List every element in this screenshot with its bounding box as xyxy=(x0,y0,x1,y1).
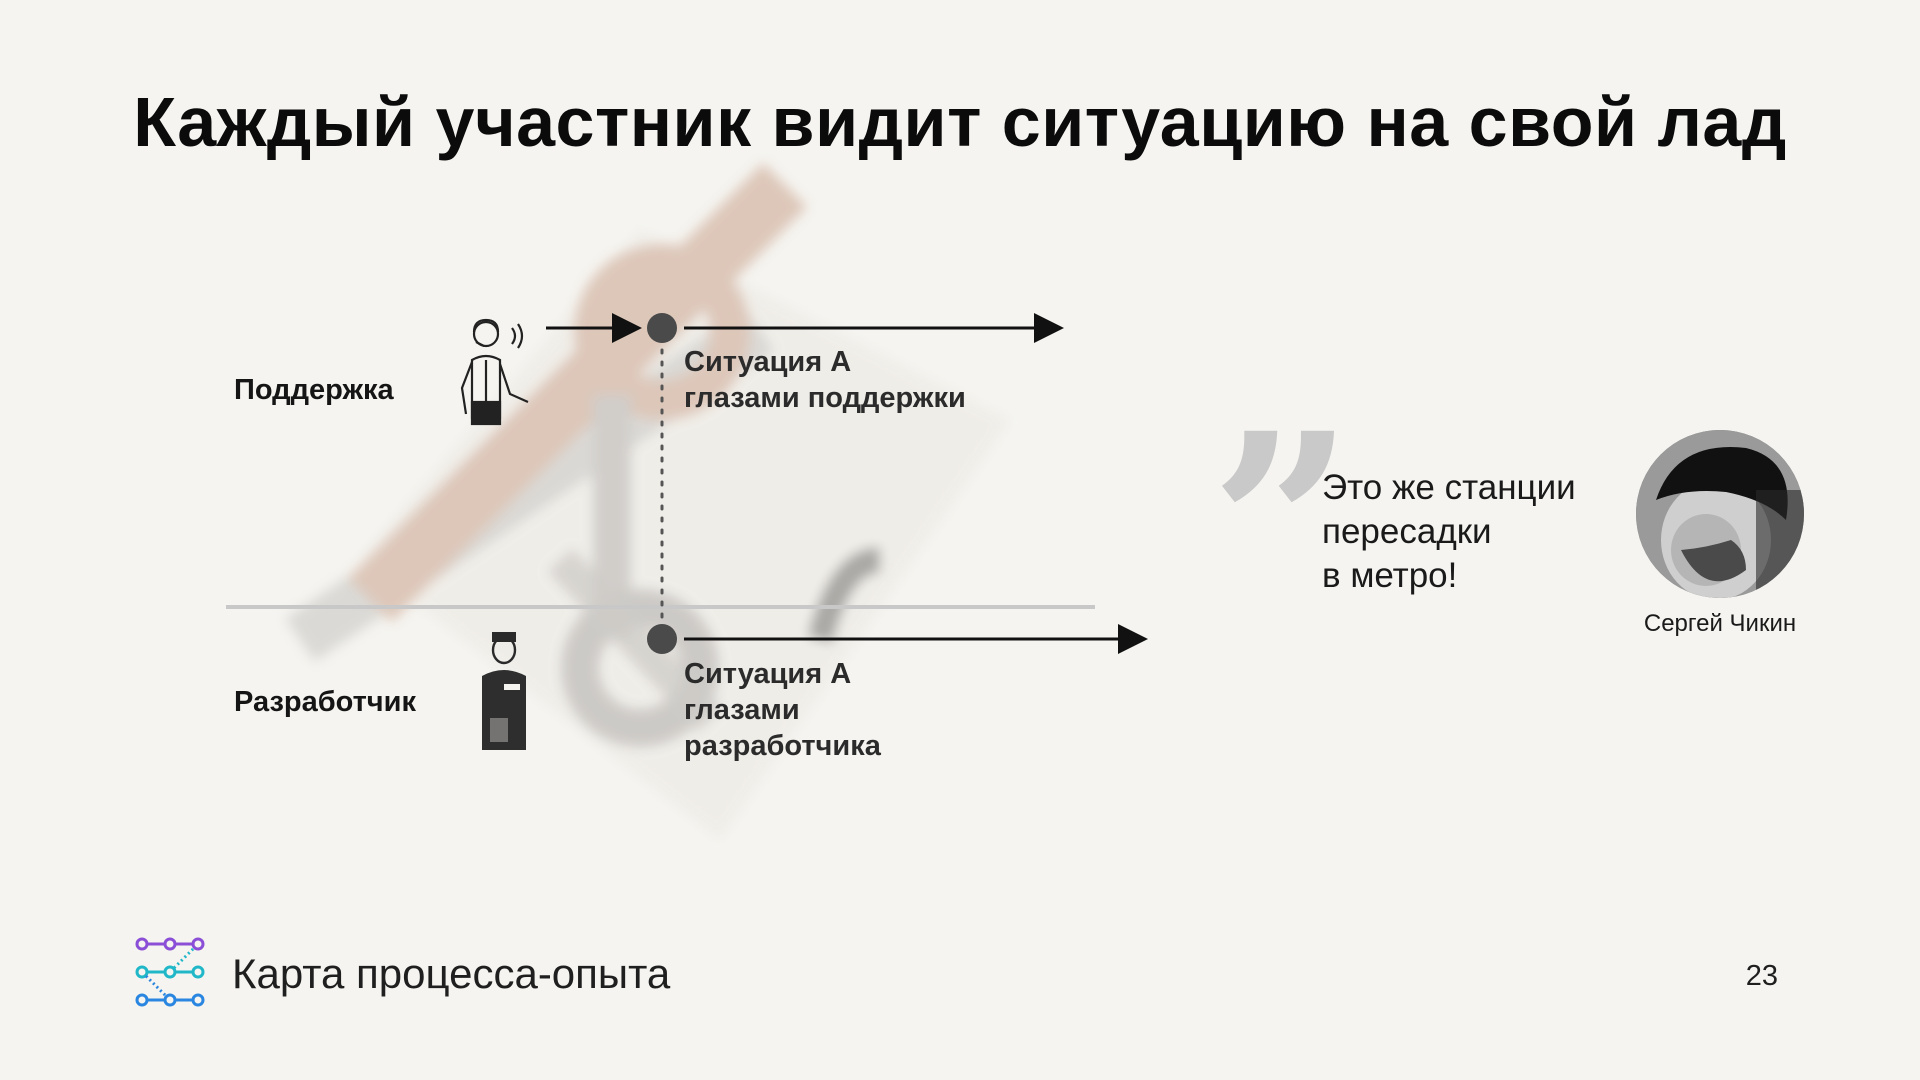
situation-line: глазами xyxy=(684,694,800,726)
situation-label-support: Ситуация А глазами поддержки xyxy=(684,344,966,416)
support-agent-headset-icon xyxy=(460,318,529,426)
quote-line: Это же станции xyxy=(1322,468,1576,507)
situation-line: Ситуация А xyxy=(684,658,852,690)
quote-mark-icon: ” xyxy=(1210,400,1354,520)
situation-line: разработчика xyxy=(684,730,881,762)
situation-label-developer: Ситуация А глазами разработчика xyxy=(684,656,881,764)
page-number: 23 xyxy=(1745,960,1778,992)
situation-line: глазами поддержки xyxy=(684,382,966,414)
author-avatar xyxy=(1636,430,1804,598)
situation-line: Ситуация А xyxy=(684,346,852,378)
developer-person-icon xyxy=(482,632,526,750)
support-situation-node xyxy=(647,313,677,343)
quote-line: пересадки xyxy=(1322,512,1492,551)
developer-situation-node xyxy=(647,624,677,654)
process-map-logo-icon xyxy=(135,937,205,1007)
role-label-developer: Разработчик xyxy=(234,686,416,718)
role-label-support: Поддержка xyxy=(234,374,394,406)
quote-line: в метро! xyxy=(1322,556,1458,595)
slide-title: Каждый участник видит ситуацию на свой л… xyxy=(133,83,1787,161)
quote-text: Это же станции пересадки в метро! xyxy=(1322,466,1576,598)
quote-author: Сергей Чикин xyxy=(1643,610,1797,637)
footer-brand: Карта процесса-опыта xyxy=(232,950,671,997)
